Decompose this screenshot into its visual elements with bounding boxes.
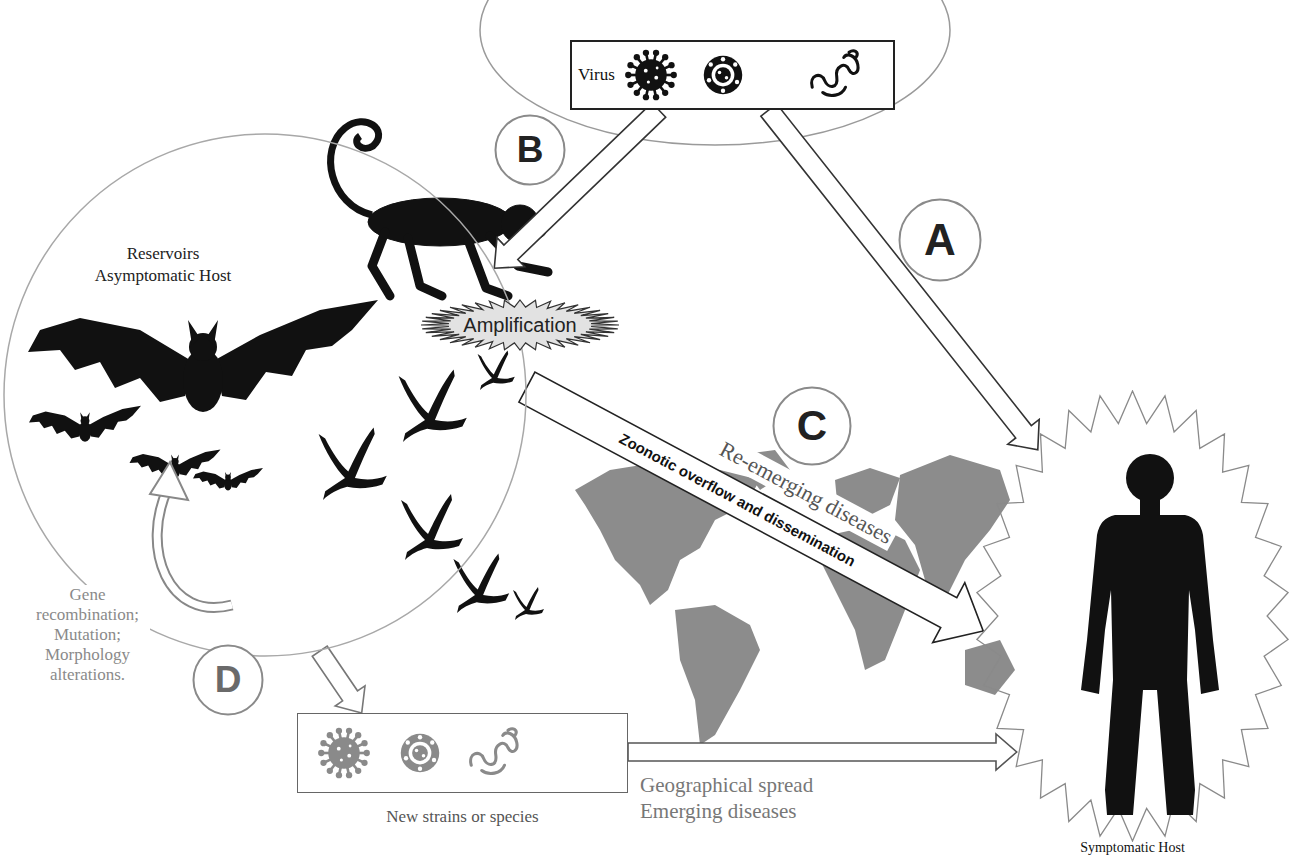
host-burst: Symptomatic Host [975,390,1290,867]
host-burst-outline [975,390,1290,842]
callout-letter: B [494,114,566,186]
virus-icon [704,56,743,95]
virus-icon [625,50,677,101]
virus-icon [401,734,440,773]
callout-circle: C [772,386,852,466]
reservoir-outline [3,133,527,657]
reservoir-circle: Reservoirs Asymptomatic HostAmplificatio… [3,133,527,657]
callout-circle: D [192,644,264,716]
hollow-arrow [519,372,983,642]
node-title: Amplification [420,299,620,351]
loop-arrow [150,462,232,607]
hollow-arrow [628,734,1017,770]
amplification-burst: Amplification [420,299,620,351]
node-title: New strains or species [297,807,628,827]
head [1126,454,1174,502]
reservoir-ring [4,134,526,656]
virus-icon [471,729,517,774]
virus-icon [318,728,370,779]
burst-shape [977,391,1288,841]
neck [1140,496,1160,516]
hollow-arrow [494,103,665,268]
callout-letter: C [772,386,852,466]
annotation: Gene recombination; Mutation; Morphology… [25,585,150,685]
virus-box: Virus [570,40,895,110]
callout-circle: A [898,198,982,282]
edge-label: Geographical spread Emerging diseases [640,772,870,824]
callout-letter: A [898,198,982,282]
bats [28,300,378,490]
strain-box-border [297,713,628,793]
node-title: Reservoirs Asymptomatic Host [88,243,238,287]
callout-letter: D [192,644,264,716]
virus-icons [621,43,883,107]
strain-box: New strains or species [297,713,628,841]
node-title: Virus [578,65,615,85]
burst-shape [421,300,619,350]
body [1081,515,1219,815]
node-title: Symptomatic Host [975,840,1290,856]
hollow-arrow [312,646,365,713]
virus-icon [811,51,857,96]
callout-circle: B [494,114,566,186]
human-silhouette [1081,454,1219,815]
virus-icons [298,721,528,785]
